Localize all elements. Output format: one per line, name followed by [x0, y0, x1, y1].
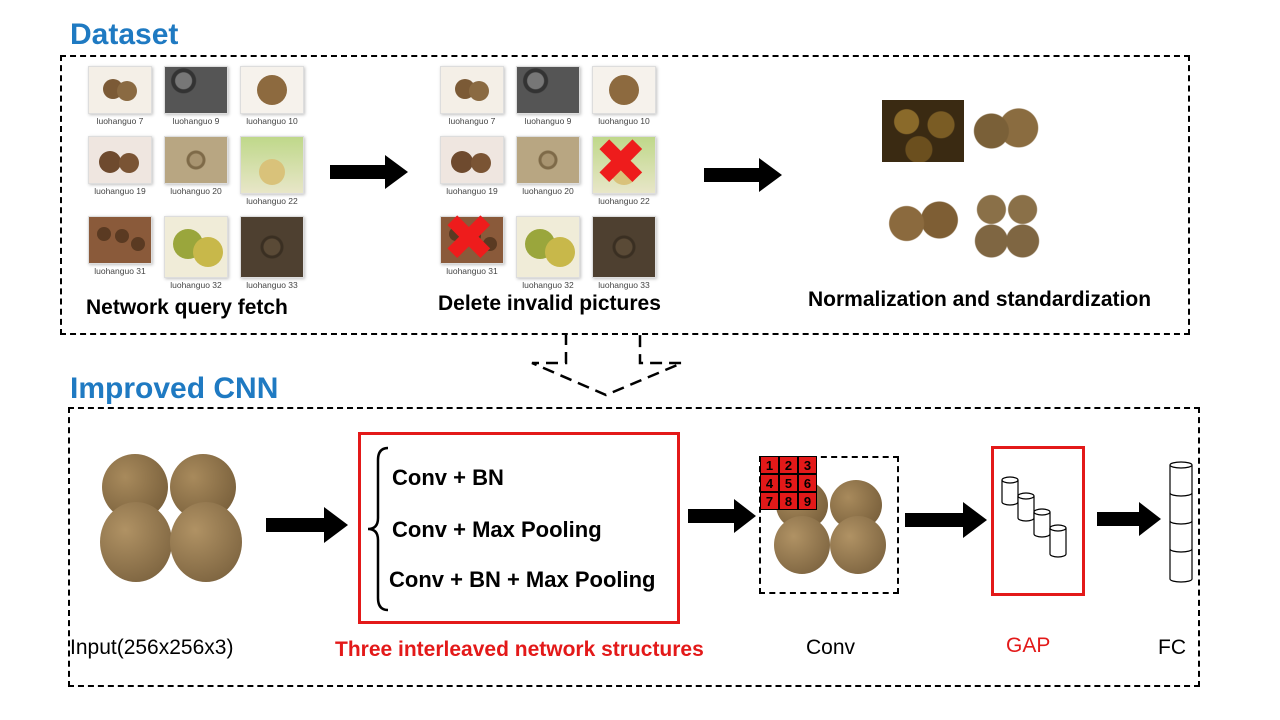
stage3-caption: Normalization and standardization	[808, 288, 1152, 311]
thumbnail: luohanguo 9	[158, 66, 234, 126]
thumbnail: luohanguo 19	[82, 136, 158, 206]
structure-line-1: Conv + BN	[392, 465, 504, 490]
thumbnail: luohanguo 9	[510, 66, 586, 126]
gap-box	[991, 446, 1085, 596]
thumbnail: luohanguo 31✖	[434, 206, 510, 290]
thumbnail: luohanguo 32	[158, 216, 234, 290]
kernel-cell: 7	[760, 492, 779, 510]
conv-kernel-grid: 1 2 3 4 5 6 7 8 9	[760, 456, 817, 510]
down-arrow-icon	[531, 333, 683, 397]
thumbnail: luohanguo 32	[510, 216, 586, 290]
delete-x-icon: ✖	[442, 202, 496, 274]
right-arrow-icon	[1097, 502, 1161, 536]
kernel-cell: 4	[760, 474, 779, 492]
right-arrow-icon	[905, 502, 987, 538]
input-image	[96, 448, 246, 588]
structures-caption: Three interleaved network structures	[335, 638, 704, 661]
cnn-section-title: Improved CNN	[70, 372, 279, 405]
input-label: Input(256x256x3)	[70, 636, 234, 659]
gap-label: GAP	[1006, 634, 1051, 657]
thumbnail: luohanguo 19	[434, 136, 510, 206]
kernel-cell: 8	[779, 492, 798, 510]
normalized-image	[882, 192, 964, 262]
conv-dashed-box	[759, 456, 899, 594]
thumbnail: luohanguo 33	[234, 216, 310, 290]
gap-cylinders-icon	[1001, 476, 1067, 558]
thumbnail: luohanguo 7	[82, 66, 158, 126]
kernel-cell: 6	[798, 474, 817, 492]
thumbnail: luohanguo 7	[434, 66, 510, 126]
stage1-caption: Network query fetch	[86, 296, 288, 319]
thumbnail: luohanguo 33	[586, 216, 662, 290]
fc-layer-icon	[1169, 461, 1193, 583]
right-arrow-icon	[266, 507, 348, 543]
thumbnail: luohanguo 31	[82, 216, 158, 290]
kernel-cell: 5	[779, 474, 798, 492]
conv-label: Conv	[806, 636, 856, 659]
structure-line-2: Conv + Max Pooling	[392, 517, 602, 542]
thumbnail: luohanguo 20	[158, 136, 234, 206]
normalized-image	[882, 100, 964, 162]
stage1-thumb-grid: luohanguo 7 luohanguo 9 luohanguo 10 luo…	[82, 66, 322, 290]
fc-label: FC	[1158, 636, 1186, 659]
conv-feature-image	[772, 478, 890, 574]
kernel-cell: 3	[798, 456, 817, 474]
brace-icon	[367, 446, 389, 612]
thumbnail: luohanguo 22	[234, 136, 310, 206]
normalized-image	[968, 192, 1046, 262]
thumbnail: luohanguo 20	[510, 136, 586, 206]
stage2-caption: Delete invalid pictures	[438, 292, 661, 315]
dataset-panel	[60, 55, 1190, 335]
kernel-cell: 2	[779, 456, 798, 474]
normalized-images	[882, 100, 1052, 265]
dataset-section-title: Dataset	[70, 18, 179, 51]
kernel-cell: 9	[798, 492, 817, 510]
thumbnail: luohanguo 10	[586, 66, 662, 126]
stage2-thumb-grid: luohanguo 7 luohanguo 9 luohanguo 10 luo…	[434, 66, 674, 290]
thumbnail: luohanguo 10	[234, 66, 310, 126]
right-arrow-icon	[688, 499, 756, 533]
right-arrow-icon	[330, 155, 408, 189]
network-structures-box	[358, 432, 680, 624]
structure-line-3: Conv + BN + Max Pooling	[389, 567, 656, 592]
delete-x-icon: ✖	[594, 126, 648, 198]
kernel-cell: 1	[760, 456, 779, 474]
thumbnail: luohanguo 22✖	[586, 130, 662, 206]
right-arrow-icon	[704, 158, 782, 192]
normalized-image	[968, 100, 1046, 162]
cnn-panel	[68, 407, 1200, 687]
